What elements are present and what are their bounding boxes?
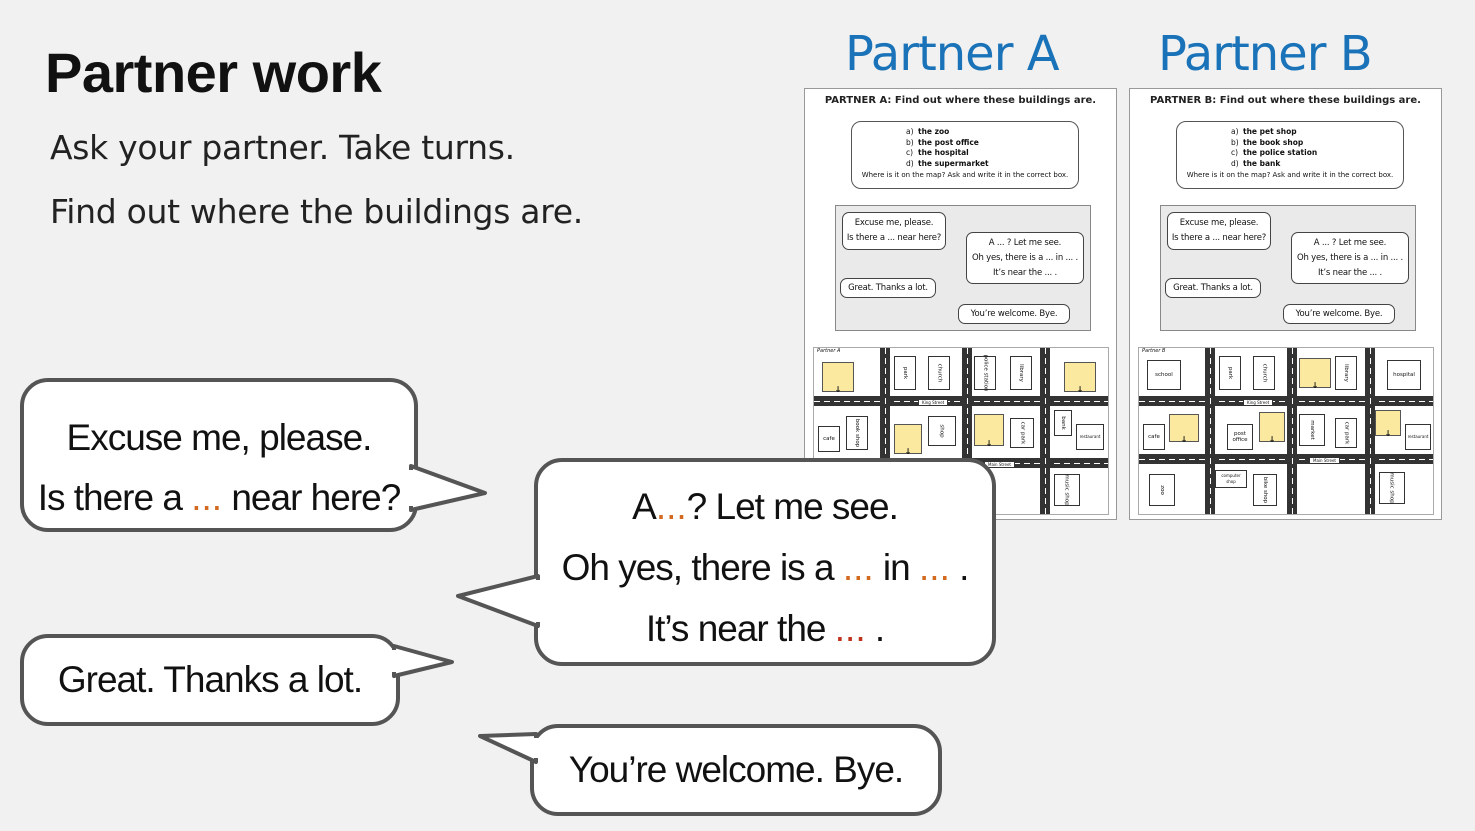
worksheet-header: PARTNER B: Find out where these building…: [1150, 95, 1421, 106]
worksheet-header: PARTNER A: Find out where these building…: [824, 95, 1097, 106]
page-title: Partner work: [45, 41, 382, 104]
blank-dots: ...: [842, 547, 874, 588]
task-item: b)the post office: [906, 137, 979, 147]
bubble-line: A...? Let me see.: [632, 486, 899, 527]
road: [814, 396, 1108, 406]
worksheet-partner-a: PARTNER A: Find out where these building…: [804, 88, 1117, 520]
partner-b-label: Partner B: [1158, 26, 1373, 82]
instruction-find-buildings: Find out where the buildings are.: [50, 192, 583, 231]
task-question: Where is it on the map? Ask and write it…: [1186, 171, 1394, 179]
speech-bubble-excuse-me: Excuse me, please. Is there a ... near h…: [20, 378, 418, 532]
bubble-tail: [478, 732, 542, 764]
bubble-line: Excuse me, please.: [66, 417, 373, 458]
partner-a-label: Partner A: [845, 26, 1060, 82]
bubble-line: Oh yes, there is a ... in ... .: [561, 547, 970, 588]
blank-dots: ...: [655, 486, 687, 527]
mini-bubble-bye: You’re welcome. Bye.: [1283, 304, 1395, 324]
task-item: a)the pet shop: [1231, 127, 1297, 136]
blank-building-box: [822, 362, 854, 392]
building-church: church: [1253, 356, 1275, 390]
street-sign-king: King Street: [1243, 399, 1274, 406]
building-church: church: [928, 356, 950, 390]
building-car-park: car park: [1335, 418, 1357, 448]
task-list-box: a)the pet shop b)the book shop c)the pol…: [1176, 121, 1404, 189]
street-sign-king: King Street: [918, 399, 949, 406]
mini-bubble-question: Excuse me, please.Is there a ... near he…: [1167, 212, 1271, 250]
task-item: c)the police station: [1231, 148, 1318, 157]
worksheet-partner-b: PARTNER B: Find out where these building…: [1129, 88, 1442, 520]
building-library: library: [1335, 356, 1357, 390]
bubble-tail: [456, 574, 544, 628]
mini-bubble-thanks: Great. Thanks a lot.: [840, 278, 936, 298]
map-label: Partner B: [1142, 348, 1166, 354]
building-music-shop: music shop: [1054, 474, 1080, 506]
building-library: library: [1010, 356, 1032, 390]
blank-building-box: [974, 414, 1004, 446]
bubble-line: It’s near the ... .: [645, 608, 885, 649]
road: [1365, 348, 1375, 514]
bubble-tail: [390, 644, 454, 678]
building-music-shop: music shop: [1379, 472, 1405, 504]
blank-building-box: [1064, 362, 1096, 392]
blank-building-box: [1375, 410, 1401, 436]
building-post-office: post office: [1227, 424, 1253, 450]
building-shop: shop: [928, 416, 956, 446]
street-sign-main: Main Street: [1309, 457, 1340, 464]
road: [880, 348, 890, 514]
building-park: park: [1219, 356, 1241, 390]
building-police-station: police station: [974, 355, 996, 392]
road: [962, 348, 972, 514]
building-bank: bank: [1054, 410, 1072, 436]
building-school: school: [1147, 360, 1181, 390]
building-bike-shop: bike shop: [1253, 474, 1277, 506]
blank-dots: ...: [191, 477, 223, 518]
road: [1287, 348, 1297, 514]
blank-building-box: [1169, 414, 1199, 442]
task-item: a)the zoo: [906, 127, 950, 136]
building-market: market: [1299, 414, 1325, 446]
building-computer-shop: computer shop: [1215, 470, 1247, 488]
building-book-shop: book shop: [846, 416, 868, 450]
map-label: Partner A: [817, 348, 841, 354]
bubble-line: Is there a ... near here?: [37, 477, 402, 518]
road: [1139, 454, 1433, 464]
mini-dialogue: Excuse me, please.Is there a ... near he…: [835, 205, 1091, 331]
mini-bubble-answer: A ... ? Let me see.Oh yes, there is a ..…: [966, 232, 1084, 284]
building-cafe: cafe: [1143, 424, 1165, 450]
blank-building-box: [1299, 358, 1331, 388]
mini-bubble-bye: You’re welcome. Bye.: [958, 304, 1070, 324]
building-zoo: zoo: [1149, 474, 1175, 506]
road: [1205, 348, 1215, 514]
task-item: d)the bank: [1231, 158, 1281, 168]
speech-bubble-goodbye: You’re welcome. Bye.: [530, 724, 942, 816]
instruction-take-turns: Ask your partner. Take turns.: [50, 128, 515, 167]
road: [1139, 396, 1433, 406]
speech-bubble-thanks: Great. Thanks a lot.: [20, 634, 400, 726]
building-hospital: hospital: [1387, 360, 1421, 390]
building-restaurant: restaurant: [1076, 424, 1104, 450]
building-car-park: car park: [1010, 418, 1034, 448]
mini-bubble-thanks: Great. Thanks a lot.: [1165, 278, 1261, 298]
bubble-tail: [407, 464, 487, 512]
blank-dots: ...: [834, 608, 866, 649]
blank-dots: ...: [919, 547, 950, 588]
task-item: d)the supermarket: [906, 158, 989, 168]
building-park: park: [894, 356, 916, 390]
task-item: b)the book shop: [1231, 137, 1304, 147]
mini-bubble-answer: A ... ? Let me see.Oh yes, there is a ..…: [1291, 232, 1409, 284]
blank-building-box: [894, 424, 922, 454]
mini-bubble-question: Excuse me, please.Is there a ... near he…: [842, 212, 946, 250]
blank-building-box: [1259, 412, 1285, 442]
task-question: Where is it on the map? Ask and write it…: [861, 171, 1069, 179]
street-map: Partner B King Street Main Street school…: [1138, 347, 1434, 515]
building-cafe: cafe: [818, 426, 840, 452]
road: [1040, 348, 1050, 514]
task-list-box: a)the zoo b)the post office c)the hospit…: [851, 121, 1079, 189]
mini-dialogue: Excuse me, please.Is there a ... near he…: [1160, 205, 1416, 331]
task-item: c)the hospital: [906, 148, 969, 157]
building-restaurant: restaurant: [1405, 424, 1431, 450]
speech-bubble-let-me-see: A...? Let me see. Oh yes, there is a ...…: [534, 458, 996, 666]
